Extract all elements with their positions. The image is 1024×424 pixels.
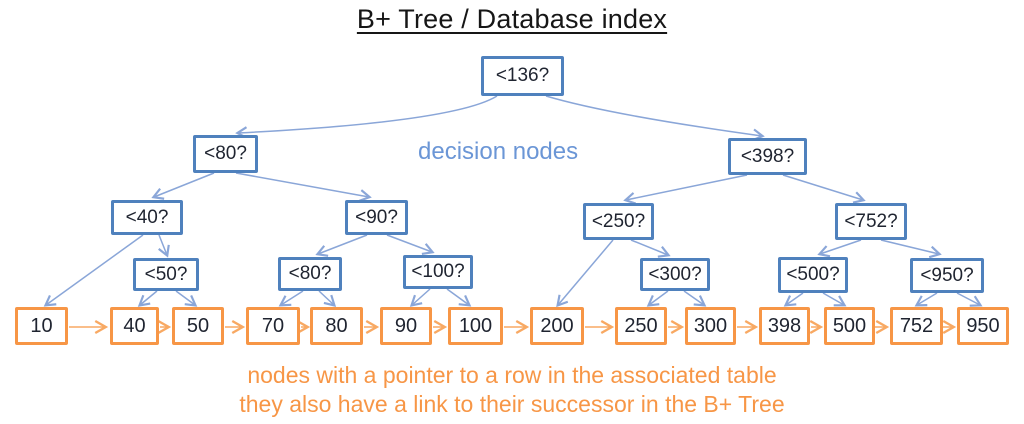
decision-node-50: <50? xyxy=(133,258,199,291)
tree-edge xyxy=(956,292,983,307)
decision-node-40: <40? xyxy=(111,200,183,235)
leaf-node-80: 80 xyxy=(310,307,363,345)
decision-node-80: <80? xyxy=(193,135,258,173)
tree-edge xyxy=(782,174,866,204)
tree-edge xyxy=(235,172,372,202)
leaf-node-950: 950 xyxy=(957,307,1009,345)
tree-edge xyxy=(683,290,707,307)
leaf-caption-line1: nodes with a pointer to a row in the ass… xyxy=(247,362,777,388)
tree-edge xyxy=(235,95,498,139)
tree-edge xyxy=(409,288,431,307)
tree-edge xyxy=(315,234,368,257)
leaf-node-300: 300 xyxy=(685,307,736,345)
leaf-node-100: 100 xyxy=(448,307,503,345)
decision-nodes-annotation: decision nodes xyxy=(418,138,579,165)
leaf-node-250: 250 xyxy=(615,307,667,345)
tree-edge xyxy=(646,290,669,307)
decision-node-398: <398? xyxy=(728,138,807,175)
leaf-node-90: 90 xyxy=(380,307,432,345)
tree-edge xyxy=(446,288,472,307)
decision-node-950: <950? xyxy=(910,258,984,293)
decision-node-752: <752? xyxy=(835,203,907,240)
tree-edge xyxy=(137,290,158,307)
leaf-caption-line2: they also have a link to their successor… xyxy=(239,391,785,417)
tree-edge xyxy=(175,290,198,307)
tree-edge xyxy=(158,234,170,258)
diagram-title: B+ Tree / Database index xyxy=(356,4,668,34)
decision-node-90: <90? xyxy=(345,200,408,235)
tree-edge xyxy=(43,234,144,307)
decision-node-136: <136? xyxy=(481,56,564,96)
tree-edge xyxy=(556,239,614,308)
decision-node-500: <500? xyxy=(778,257,848,293)
decision-edges xyxy=(43,95,983,308)
tree-edge xyxy=(783,292,804,307)
decision-node-250: <250? xyxy=(583,203,654,240)
leaf-node-752: 752 xyxy=(890,307,943,345)
leaf-node-398: 398 xyxy=(759,307,810,345)
tree-edge xyxy=(630,239,671,258)
leaf-node-40: 40 xyxy=(110,307,159,345)
leaf-node-500: 500 xyxy=(824,307,875,345)
leaf-node-200: 200 xyxy=(530,307,584,345)
leaf-node-50: 50 xyxy=(172,307,224,345)
leaf-node-70: 70 xyxy=(246,307,300,345)
tree-edge xyxy=(880,239,942,259)
tree-edge xyxy=(318,290,337,307)
tree-edge xyxy=(545,95,765,142)
tree-edge xyxy=(817,239,862,258)
tree-edge xyxy=(151,172,215,200)
tree-edge xyxy=(623,174,748,205)
leaf-node-10: 10 xyxy=(15,307,68,345)
tree-edge xyxy=(822,292,847,307)
tree-edge xyxy=(914,292,938,307)
tree-edge xyxy=(386,234,435,256)
decision-node-80b: <80? xyxy=(278,257,342,291)
decision-node-300: <300? xyxy=(640,258,710,291)
decision-node-100: <100? xyxy=(403,255,473,289)
tree-edge xyxy=(278,290,304,307)
